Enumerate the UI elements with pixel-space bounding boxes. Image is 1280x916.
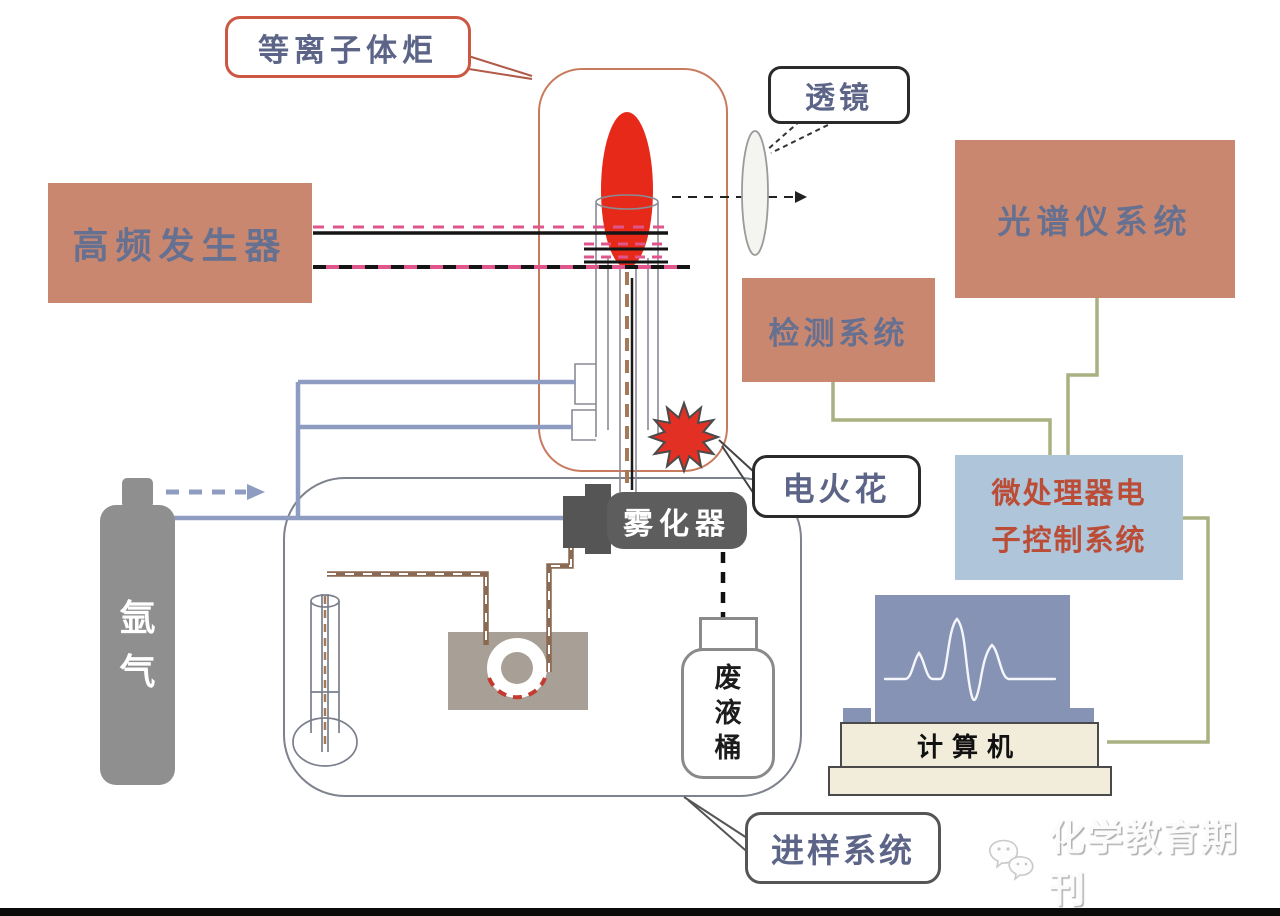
nebulizer-body: 雾化器 [607, 492, 747, 549]
detection-label: 检测系统 [768, 315, 909, 351]
argon-cylinder: 氩 气 [100, 505, 175, 785]
plasma-flame [601, 112, 653, 268]
waste-bucket-label: 废 液 桶 [714, 662, 742, 764]
computer-base: 计算机 [840, 722, 1099, 768]
induction-coil-lines [313, 225, 690, 269]
journal-watermark: 化学教育期刊 [985, 817, 1265, 910]
sampling-callout-pointer [683, 796, 753, 857]
spectrometer-box: 光谱仪系统 [955, 140, 1235, 298]
lens-callout-pointer [766, 120, 837, 154]
computer-hinge-right [1066, 708, 1094, 724]
pump-roller-dashes [487, 677, 547, 700]
microprocessor-box: 微处理器电 子控制系统 [955, 455, 1183, 580]
bottom-black-bar [0, 908, 1280, 916]
lens-callout: 透镜 [768, 66, 910, 124]
microprocessor-label: 微处理器电 子控制系统 [991, 478, 1147, 557]
argon-cylinder-cap [122, 478, 153, 508]
computer-label: 计算机 [916, 731, 1022, 762]
pump-roller-inner [501, 652, 533, 684]
lens-label: 透镜 [805, 82, 873, 115]
spark-callout: 电火花 [752, 455, 921, 518]
sampling-system-callout: 进样系统 [745, 812, 941, 884]
spark-label: 电火花 [782, 470, 891, 507]
spark-callout-pointer [718, 439, 755, 495]
plasma-torch-label: 等离子体炬 [258, 32, 438, 68]
waste-bucket-body: 废 液 桶 [681, 648, 775, 779]
argon-label: 氩 气 [119, 597, 156, 692]
spectrometer-label: 光谱仪系统 [997, 203, 1193, 240]
nebulizer-inlet-block [563, 496, 588, 548]
control-connector-lines [831, 298, 1210, 744]
wechat-icon [985, 836, 1043, 886]
torch-tubes [571, 194, 659, 492]
gas-flow-lines [172, 379, 576, 521]
nebulizer-label: 雾化器 [623, 507, 731, 541]
watermark-text: 化学教育期刊 [1049, 817, 1240, 910]
hf-generator-label: 高频发生器 [72, 225, 288, 266]
detection-box: 检测系统 [742, 278, 935, 382]
sample-flask [292, 594, 358, 767]
sample-tubing [327, 548, 574, 672]
hf-generator-box: 高频发生器 [48, 183, 312, 303]
gas-flow-arrow [166, 484, 265, 500]
computer-hinge-left [843, 708, 871, 724]
computer-base-lower [828, 766, 1112, 796]
plasma-torch-callout: 等离子体炬 [225, 16, 471, 78]
computer-screen [875, 595, 1070, 722]
optical-path-arrow [672, 191, 807, 203]
sampling-system-label: 进样系统 [771, 832, 915, 869]
lens-shape [741, 130, 769, 256]
spark-starburst [647, 400, 721, 474]
spectrum-waveform [883, 617, 1057, 702]
nebulizer-coupler-block [585, 484, 611, 554]
